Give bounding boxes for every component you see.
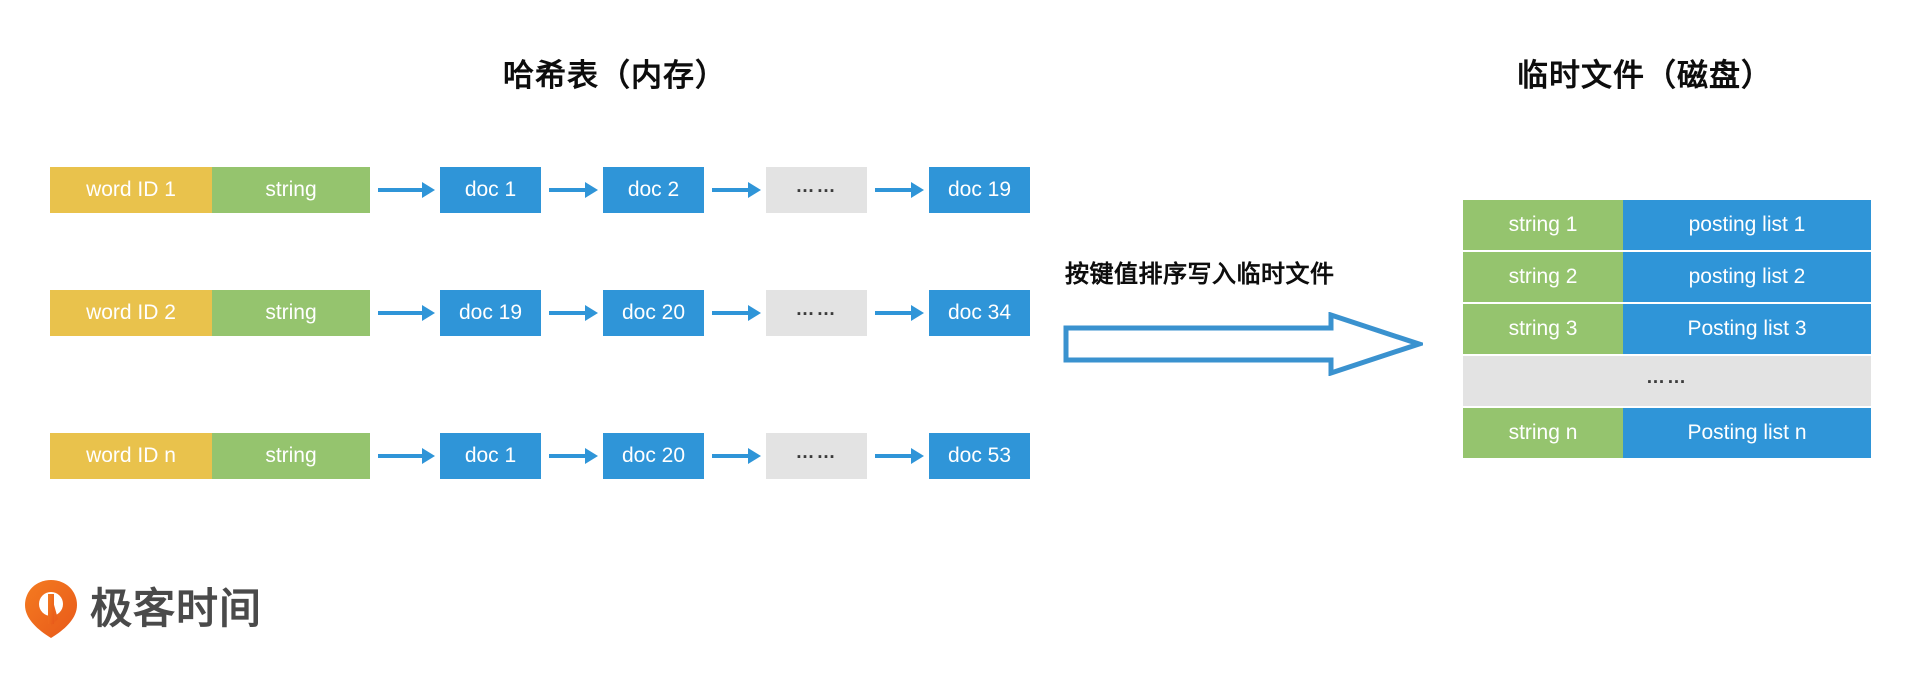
section-title-temp-file: 临时文件（磁盘）	[1517, 58, 1773, 93]
link-arrow-icon	[370, 433, 440, 479]
string-cell: string	[212, 167, 370, 213]
temp-file-ellipsis-row: ……	[1463, 356, 1871, 406]
link-arrow-icon	[704, 433, 766, 479]
block-arrow-right-icon	[1063, 312, 1423, 376]
link-arrow-icon	[370, 167, 440, 213]
doc-node: doc 1	[440, 433, 541, 479]
section-title-hash-table: 哈希表（内存）	[503, 58, 727, 93]
string-cell: string	[212, 290, 370, 336]
temp-file-posting-list: Posting list n	[1623, 408, 1871, 458]
link-arrow-icon	[704, 167, 766, 213]
doc-ellipsis-node: ……	[766, 290, 867, 336]
brand-logo-text: 极客时间	[90, 585, 263, 632]
temp-file-table: string 1 posting list 1 string 2 posting…	[1463, 200, 1871, 458]
word-id-cell: word ID n	[50, 433, 212, 479]
link-arrow-icon	[541, 433, 603, 479]
temp-file-ellipsis: ……	[1463, 356, 1871, 406]
temp-file-row: string 2 posting list 2	[1463, 252, 1871, 302]
brand-logo: 极客时间	[22, 578, 262, 640]
temp-file-key: string 2	[1463, 252, 1623, 302]
doc-node: doc 20	[603, 290, 704, 336]
temp-file-key: string n	[1463, 408, 1623, 458]
link-arrow-icon	[867, 290, 929, 336]
temp-file-key: string 3	[1463, 304, 1623, 354]
doc-node: doc 20	[603, 433, 704, 479]
doc-ellipsis-node: ……	[766, 167, 867, 213]
doc-ellipsis-node: ……	[766, 433, 867, 479]
link-arrow-icon	[867, 167, 929, 213]
doc-node: doc 34	[929, 290, 1030, 336]
temp-file-row: string 1 posting list 1	[1463, 200, 1871, 250]
geektime-pin-icon	[25, 580, 77, 638]
temp-file-posting-list: posting list 1	[1623, 200, 1871, 250]
link-arrow-icon	[541, 167, 603, 213]
hash-table-row: word ID 2 string doc 19 doc 20 …… doc 34	[50, 290, 1030, 336]
temp-file-posting-list: posting list 2	[1623, 252, 1871, 302]
temp-file-key: string 1	[1463, 200, 1623, 250]
link-arrow-icon	[370, 290, 440, 336]
temp-file-row: string 3 Posting list 3	[1463, 304, 1871, 354]
temp-file-row: string n Posting list n	[1463, 408, 1871, 458]
word-id-cell: word ID 1	[50, 167, 212, 213]
string-cell: string	[212, 433, 370, 479]
doc-node: doc 2	[603, 167, 704, 213]
transfer-label: 按键值排序写入临时文件	[1065, 261, 1335, 288]
link-arrow-icon	[541, 290, 603, 336]
temp-file-posting-list: Posting list 3	[1623, 304, 1871, 354]
link-arrow-icon	[704, 290, 766, 336]
word-id-cell: word ID 2	[50, 290, 212, 336]
doc-node: doc 53	[929, 433, 1030, 479]
doc-node: doc 19	[929, 167, 1030, 213]
doc-node: doc 1	[440, 167, 541, 213]
hash-table-row: word ID n string doc 1 doc 20 …… doc 53	[50, 433, 1030, 479]
link-arrow-icon	[867, 433, 929, 479]
hash-table-row: word ID 1 string doc 1 doc 2 …… doc 19	[50, 167, 1030, 213]
doc-node: doc 19	[440, 290, 541, 336]
